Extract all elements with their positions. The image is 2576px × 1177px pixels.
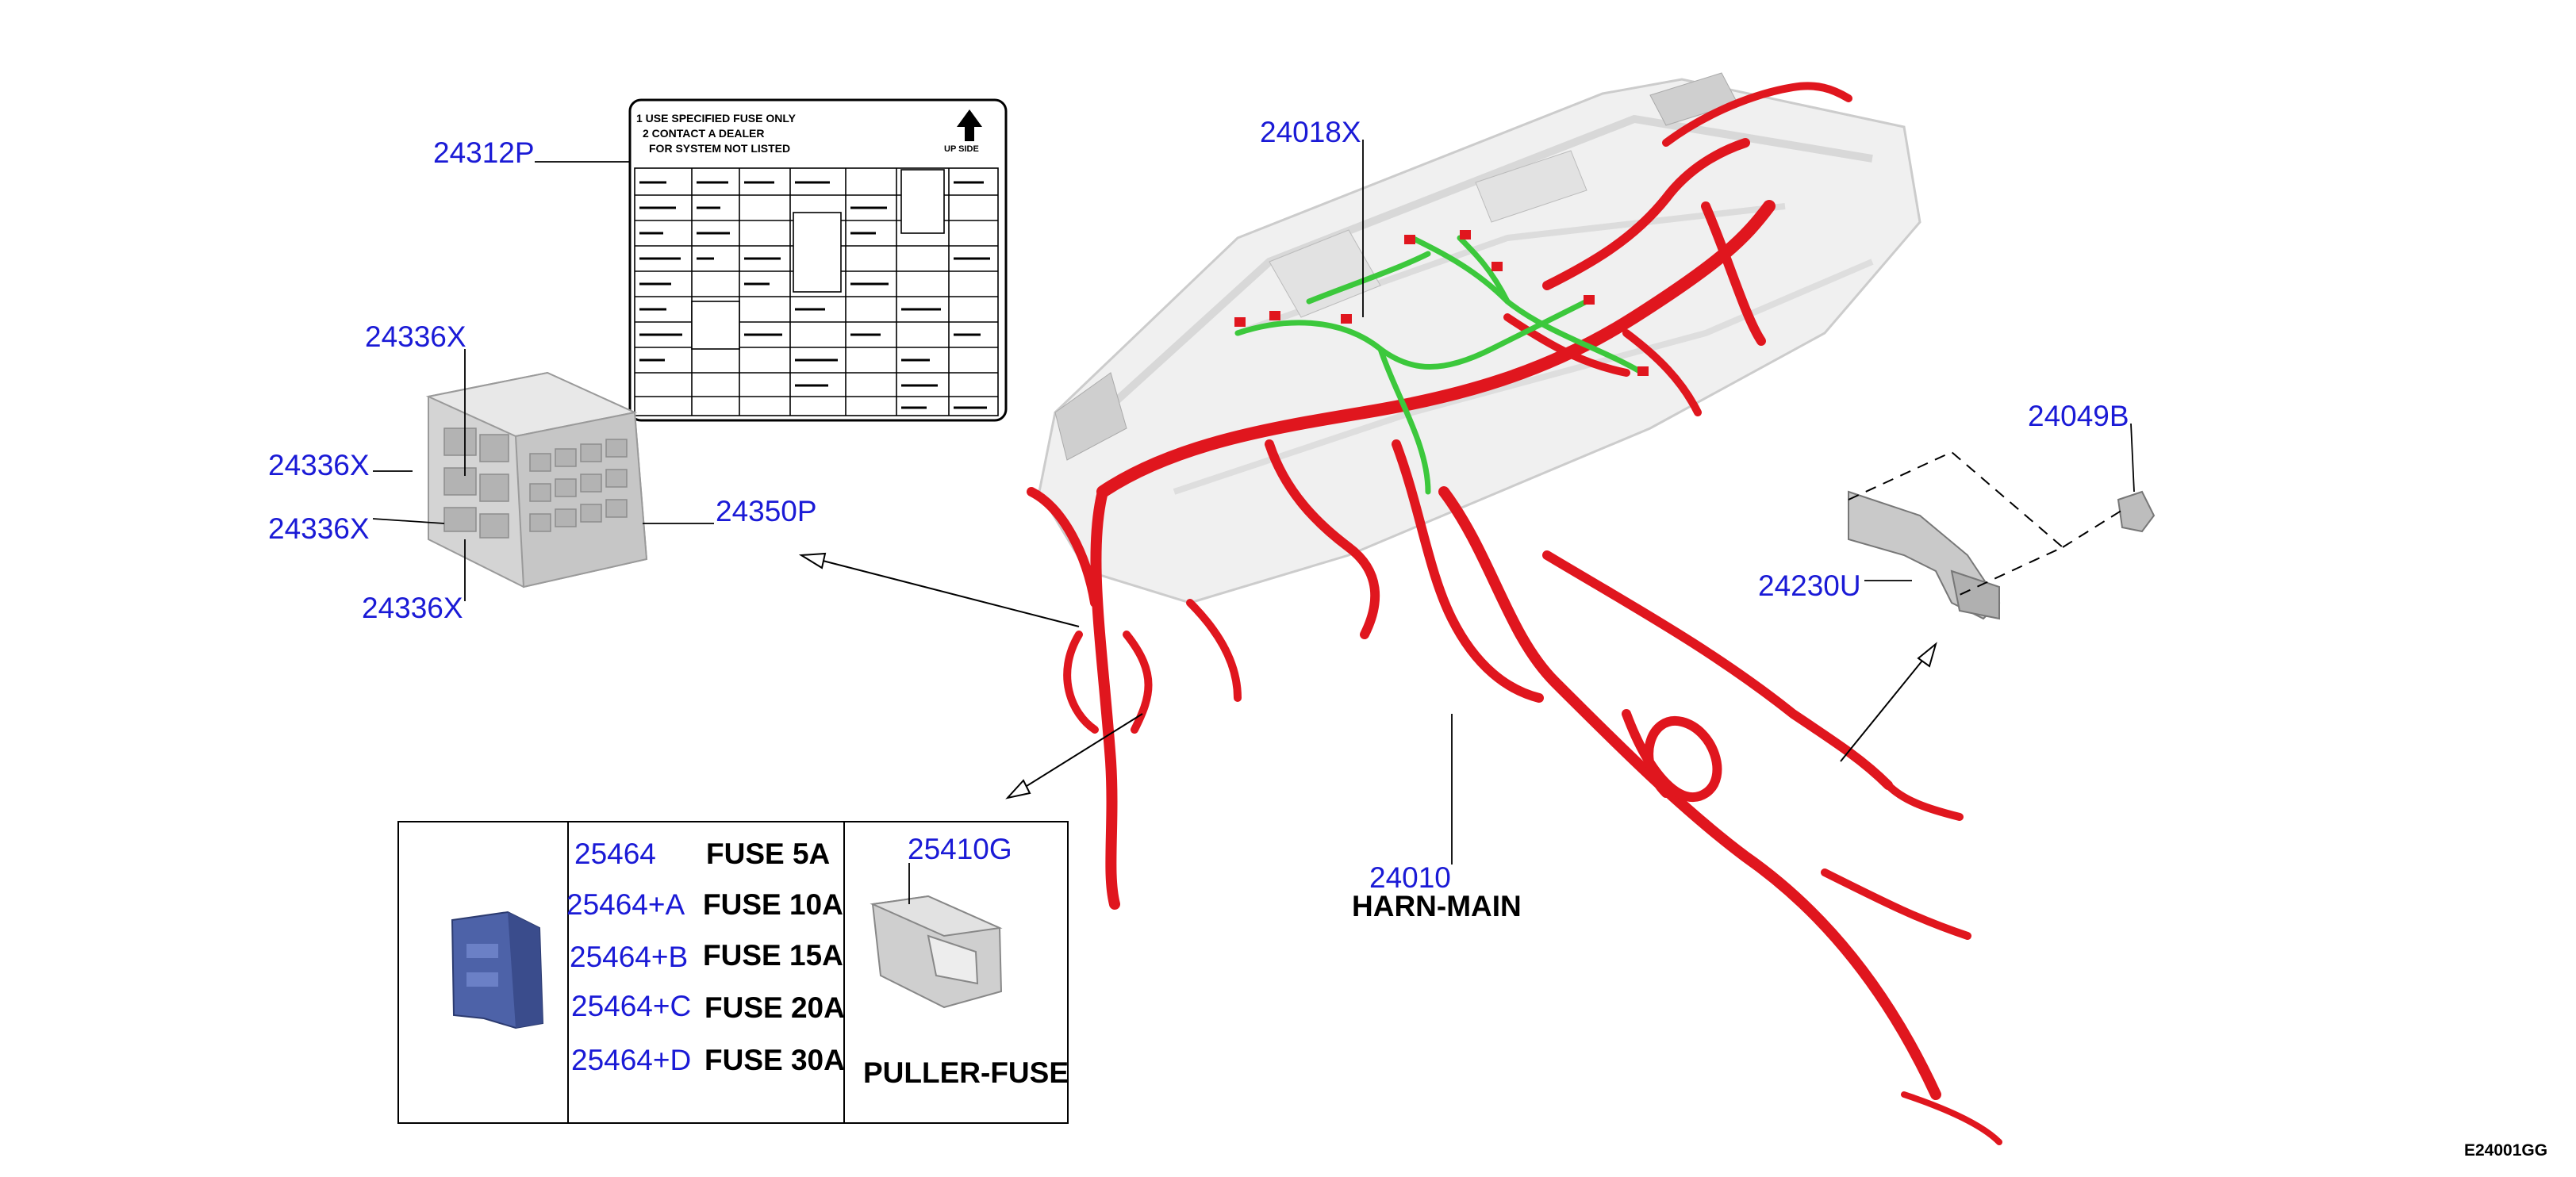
callout-24336x-top: 24336X xyxy=(365,320,466,353)
fuse-part-number: 25464+D xyxy=(571,1044,692,1076)
fuse-description: FUSE 20A xyxy=(704,991,845,1024)
fuse-part-number: 25464+B xyxy=(570,941,689,973)
puller-fuse-label: PULLER-FUSE xyxy=(863,1056,1069,1089)
fuse-description: FUSE 10A xyxy=(703,888,843,921)
connectors-illustration xyxy=(1234,230,1649,376)
fuse-label-illustration xyxy=(628,98,1008,422)
callout-24049b: 24049B xyxy=(2028,400,2129,432)
fuse-box-illustration xyxy=(425,371,648,588)
harness-name: HARN-MAIN xyxy=(1352,890,1522,922)
callout-24010: 24010 xyxy=(1369,861,1451,894)
up-arrow-icon xyxy=(957,109,982,141)
sub-harness-illustration xyxy=(1234,235,1645,495)
fuse-description: FUSE 30A xyxy=(704,1044,845,1076)
clip-illustration xyxy=(2117,490,2156,533)
fuse-table-frame xyxy=(397,821,1069,1124)
callout-24336x-left-lower: 24336X xyxy=(268,512,370,545)
callout-24312p: 24312P xyxy=(433,136,535,169)
callout-24350p: 24350P xyxy=(716,495,817,527)
dashboard-illustration xyxy=(1038,72,1921,604)
fuse-puller-illustration xyxy=(870,895,1003,1009)
fuse-label-line3: FOR SYSTEM NOT LISTED xyxy=(649,142,791,155)
callout-24336x-left-upper: 24336X xyxy=(268,449,370,481)
callout-24230u: 24230U xyxy=(1758,569,1861,602)
main-harness-illustration xyxy=(1027,82,2002,1145)
callout-24018x: 24018X xyxy=(1260,116,1361,148)
fuse-part-number: 25464+C xyxy=(571,990,692,1022)
pointer-arrows xyxy=(798,552,1937,799)
fuse-blade-illustration xyxy=(451,911,544,1029)
leader-lines xyxy=(372,140,2135,904)
fuse-description: FUSE 15A xyxy=(703,939,843,972)
bracket-illustration xyxy=(1848,490,2001,620)
fuse-part-number: 25464+A xyxy=(566,888,685,921)
fuse-label-line2: 2 CONTACT A DEALER xyxy=(643,127,765,140)
fuse-label-line1: 1 USE SPECIFIED FUSE ONLY xyxy=(636,112,796,125)
drawing-code: E24001GG xyxy=(2464,1141,2548,1160)
clip-dashed-line xyxy=(2062,507,2127,548)
callout-25410g: 25410G xyxy=(908,833,1012,865)
fuse-label-up-side: UP SIDE xyxy=(944,144,979,154)
fuse-description: FUSE 5A xyxy=(706,838,831,870)
callout-24336x-bottom: 24336X xyxy=(362,592,463,624)
fuse-part-number: 25464 xyxy=(574,838,656,870)
